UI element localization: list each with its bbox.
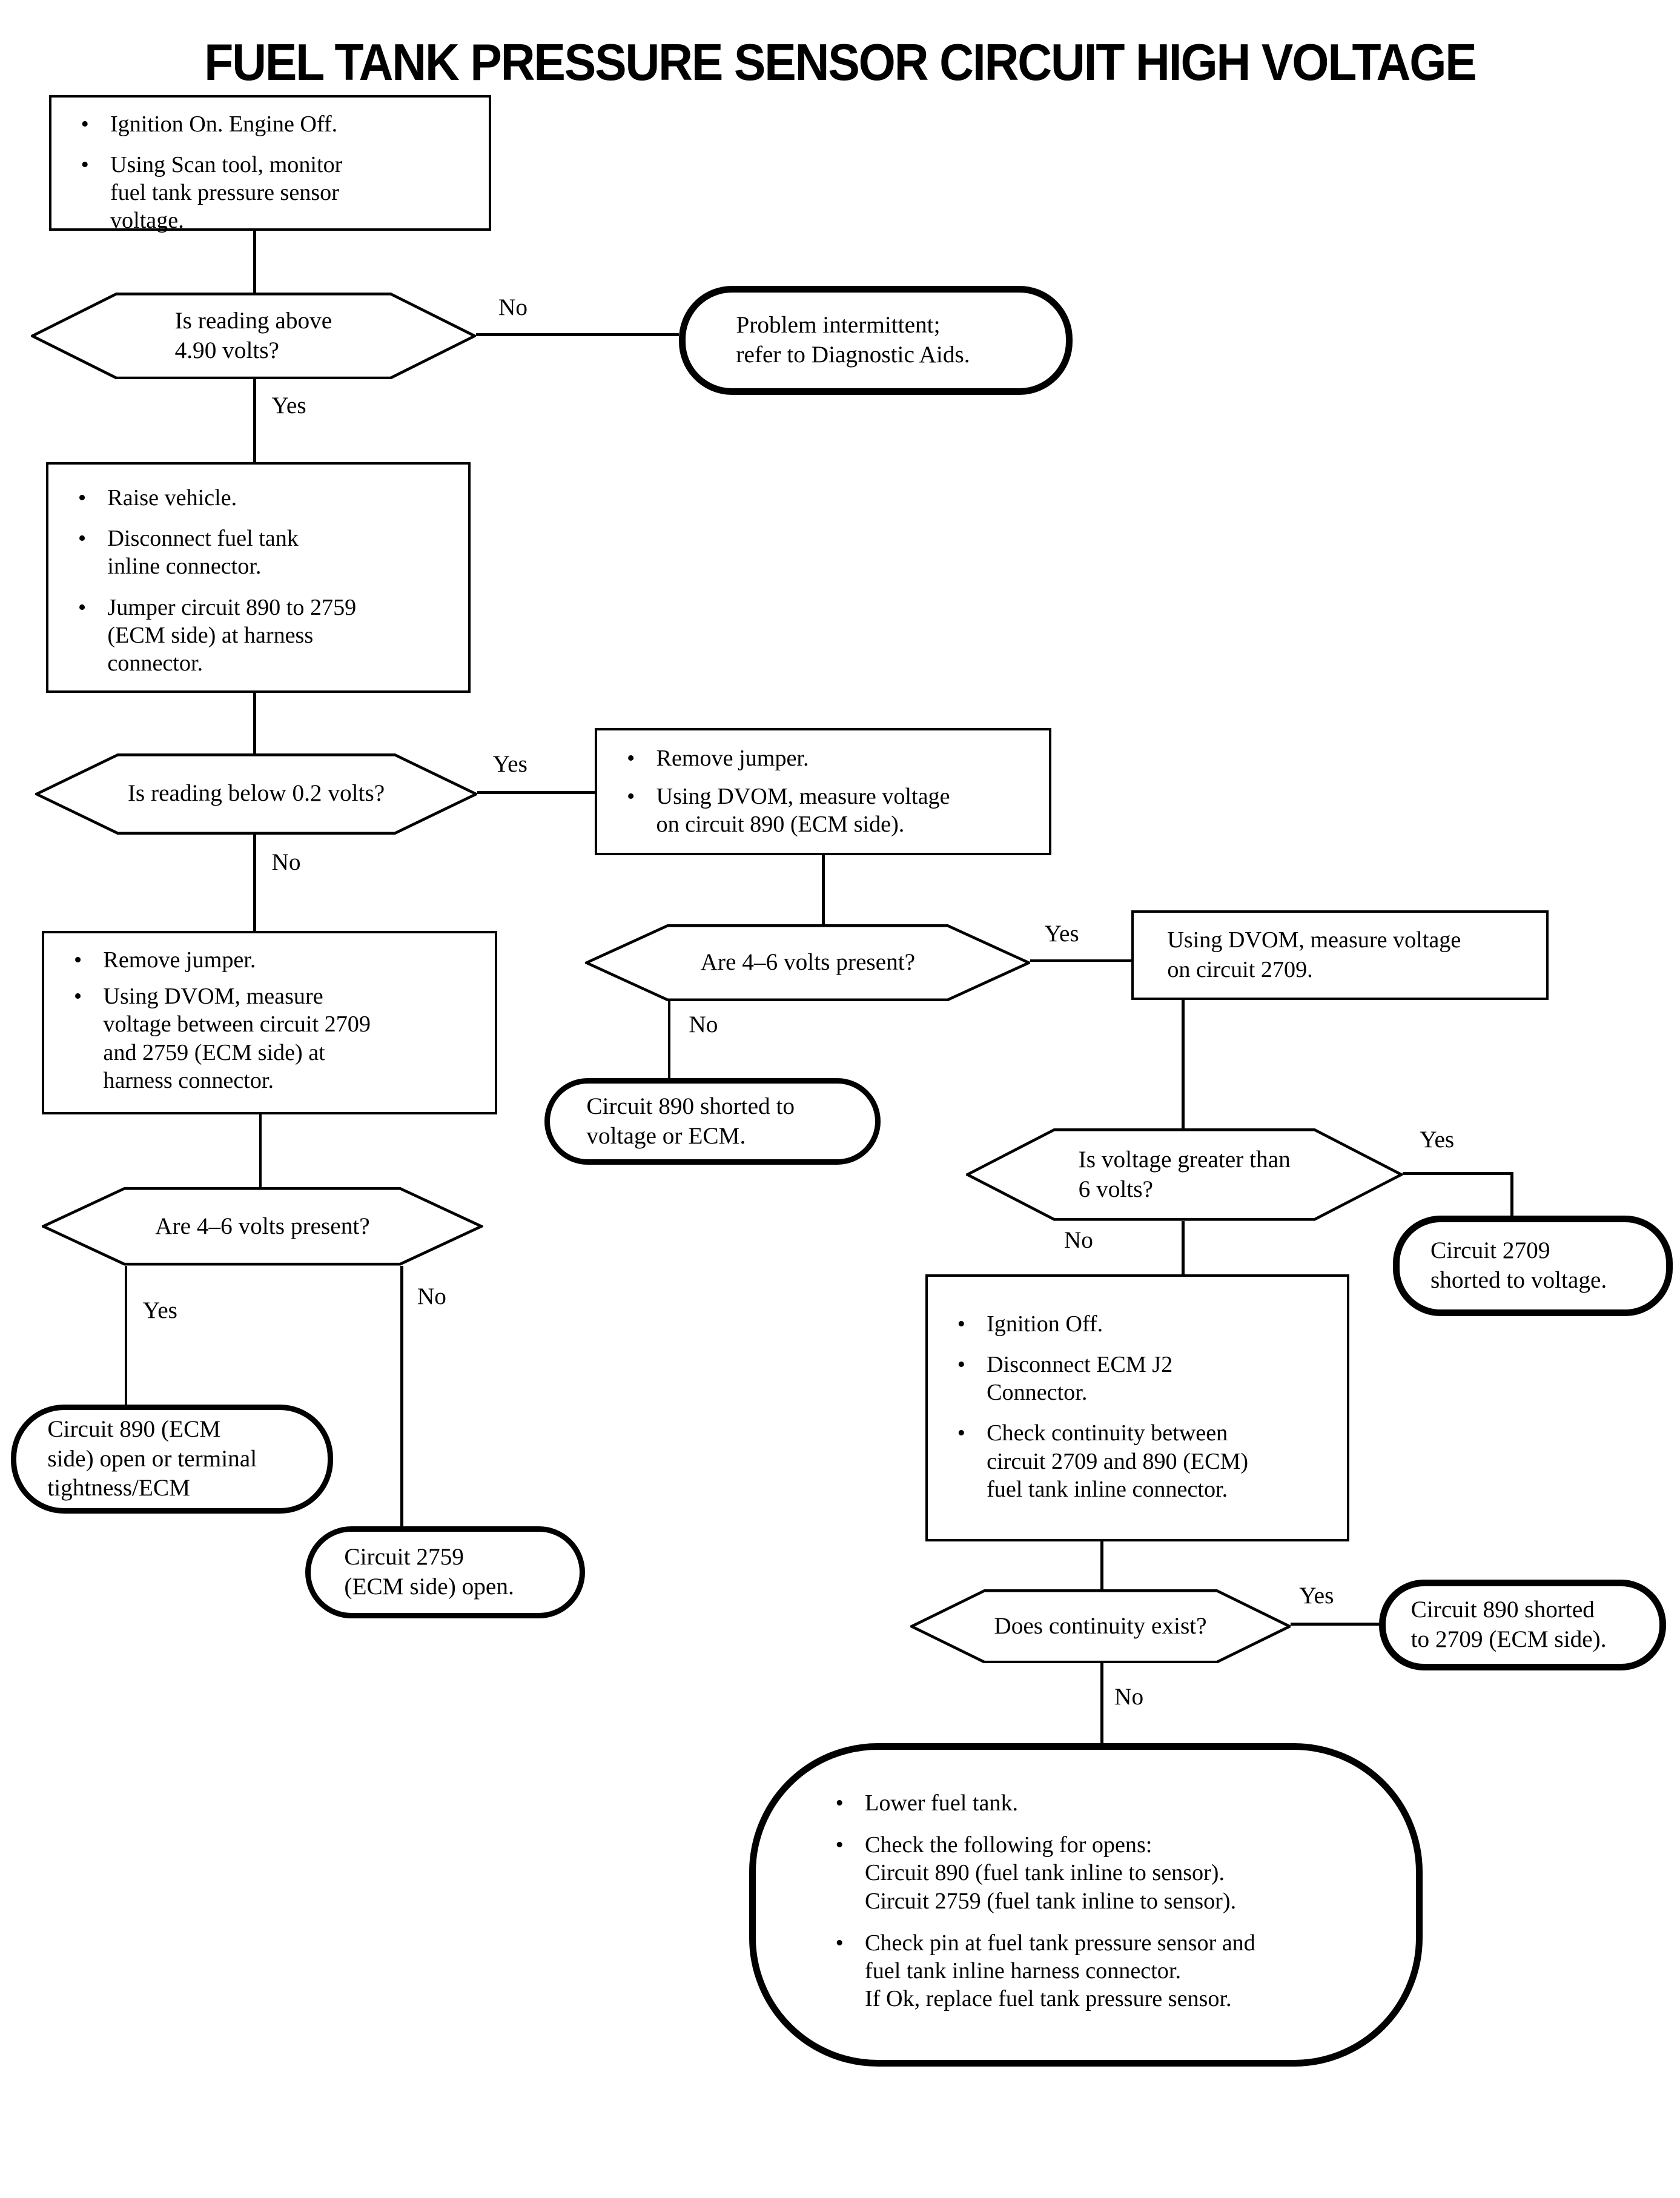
list-item: Using DVOM, measure voltage on circuit 8… bbox=[614, 783, 1040, 838]
label-no-2: No bbox=[271, 849, 301, 875]
terminal-lower-fuel-tank: Lower fuel tank. Check the following for… bbox=[749, 1743, 1423, 2067]
hexagon-shape bbox=[30, 293, 476, 380]
label-yes-3: Yes bbox=[1044, 920, 1079, 947]
label-yes-5: Yes bbox=[1299, 1583, 1334, 1609]
terminal-890-open-terminal-tightness: Circuit 890 (ECM side) open or terminal … bbox=[11, 1404, 334, 1514]
label-no-1: No bbox=[498, 294, 527, 321]
list-item: Check pin at fuel tank pressure sensor a… bbox=[823, 1929, 1255, 2013]
connector-d2-p4 bbox=[253, 834, 257, 932]
decision-voltage-greater-6: Is voltage greater than 6 volts? bbox=[966, 1128, 1403, 1221]
terminal-2759-open: Circuit 2759 (ECM side) open. bbox=[305, 1526, 586, 1619]
connector-start-d1 bbox=[253, 231, 257, 293]
terminal-2709-shorted-voltage: Circuit 2709 shorted to voltage. bbox=[1393, 1215, 1673, 1316]
decision-question: Is reading below 0.2 volts? bbox=[127, 780, 385, 807]
check-continuity-box: Ignition Off. Disconnect ECM J2 Connecto… bbox=[925, 1274, 1350, 1542]
decision-reading-above-490: Is reading above 4.90 volts? bbox=[30, 293, 476, 380]
hexagon-shape bbox=[35, 753, 478, 835]
decision-question: Is voltage greater than 6 volts? bbox=[1078, 1146, 1291, 1202]
list-item: Disconnect ECM J2 Connector. bbox=[945, 1351, 1339, 1406]
list-item: Check the following for opens: Circuit 8… bbox=[823, 1831, 1255, 1915]
connector-d3-p5 bbox=[1030, 959, 1131, 962]
decision-question: Are 4–6 volts present? bbox=[155, 1213, 370, 1239]
list-item: Remove jumper. bbox=[614, 744, 1040, 772]
measure-circuit-2709-box: Using DVOM, measure voltage on circuit 2… bbox=[1131, 910, 1549, 1000]
list-item: Using Scan tool, monitor fuel tank press… bbox=[68, 151, 481, 235]
hexagon-shape bbox=[966, 1128, 1403, 1221]
label-no-6: No bbox=[417, 1283, 446, 1309]
connector-d3-t2 bbox=[667, 999, 671, 1078]
list-item: Disconnect fuel tank inline connector. bbox=[65, 525, 460, 580]
terminal-890-shorted-2709: Circuit 890 shorted to 2709 (ECM side). bbox=[1379, 1579, 1666, 1670]
label-yes-4: Yes bbox=[1420, 1126, 1455, 1153]
list-item: Check continuity between circuit 2709 an… bbox=[945, 1419, 1339, 1503]
connector-p6-d5 bbox=[1100, 1541, 1103, 1589]
connector-d1-p2 bbox=[253, 379, 257, 462]
connector-d1-t1 bbox=[475, 333, 680, 336]
connector-d2-p3 bbox=[477, 791, 595, 794]
decision-question: Does continuity exist? bbox=[994, 1612, 1207, 1639]
terminal-890-shorted-voltage-ecm: Circuit 890 shorted to voltage or ECM. bbox=[544, 1078, 881, 1165]
hexagon-shape bbox=[42, 1187, 483, 1266]
connector-p4-d6 bbox=[259, 1114, 262, 1188]
label-yes-6: Yes bbox=[142, 1297, 177, 1323]
connector-p3-d3 bbox=[821, 855, 825, 924]
decision-4-6-volts-left: Are 4–6 volts present? bbox=[42, 1187, 483, 1266]
connector-d6-t6 bbox=[400, 1265, 403, 1526]
remove-jumper-2709-2759-box: Remove jumper. Using DVOM, measure volta… bbox=[42, 931, 497, 1115]
decision-reading-below-02: Is reading below 0.2 volts? bbox=[35, 753, 478, 835]
label-no-4: No bbox=[1063, 1227, 1093, 1254]
label-yes-2: Yes bbox=[492, 751, 527, 778]
label-no-5: No bbox=[1114, 1683, 1144, 1710]
list-item: Ignition Off. bbox=[945, 1310, 1339, 1338]
decision-continuity-exist: Does continuity exist? bbox=[910, 1589, 1291, 1664]
page-title: FUEL TANK PRESSURE SENSOR CIRCUIT HIGH V… bbox=[0, 33, 1680, 93]
label-yes-1: Yes bbox=[271, 392, 306, 419]
list-item: Jumper circuit 890 to 2759 (ECM side) at… bbox=[65, 594, 460, 678]
page-title-text: FUEL TANK PRESSURE SENSOR CIRCUIT HIGH V… bbox=[204, 34, 1477, 92]
connector-d6-t5 bbox=[124, 1265, 128, 1405]
label-no-3: No bbox=[689, 1011, 718, 1038]
list-item: Lower fuel tank. bbox=[823, 1789, 1255, 1817]
connector-p2-d2 bbox=[253, 693, 257, 753]
remove-jumper-890-box: Remove jumper. Using DVOM, measure volta… bbox=[595, 728, 1052, 856]
list-item: Using DVOM, measure voltage between circ… bbox=[61, 982, 486, 1094]
connector-d4-yes-v bbox=[1510, 1171, 1513, 1216]
start-box: Ignition On. Engine Off. Using Scan tool… bbox=[48, 95, 492, 233]
raise-vehicle-box: Raise vehicle. Disconnect fuel tank inli… bbox=[46, 462, 471, 693]
terminal-problem-intermittent: Problem intermittent; refer to Diagnosti… bbox=[679, 285, 1073, 395]
decision-4-6-volts-middle: Are 4–6 volts present? bbox=[585, 924, 1031, 1001]
connector-d4-yes-h bbox=[1403, 1171, 1513, 1175]
connector-d4-p6 bbox=[1182, 1220, 1185, 1274]
list-item: Remove jumper. bbox=[61, 946, 486, 974]
connector-d5-t4 bbox=[1291, 1623, 1379, 1626]
list-item: Raise vehicle. bbox=[65, 484, 460, 512]
connector-p5-d4 bbox=[1182, 999, 1185, 1129]
decision-question: Is reading above 4.90 volts? bbox=[174, 308, 332, 363]
hexagon-shape bbox=[910, 1589, 1291, 1664]
list-item: Ignition On. Engine Off. bbox=[68, 110, 481, 138]
hexagon-shape bbox=[585, 924, 1031, 1001]
decision-question: Are 4–6 volts present? bbox=[700, 949, 916, 976]
connector-d5-t7 bbox=[1100, 1663, 1103, 1744]
